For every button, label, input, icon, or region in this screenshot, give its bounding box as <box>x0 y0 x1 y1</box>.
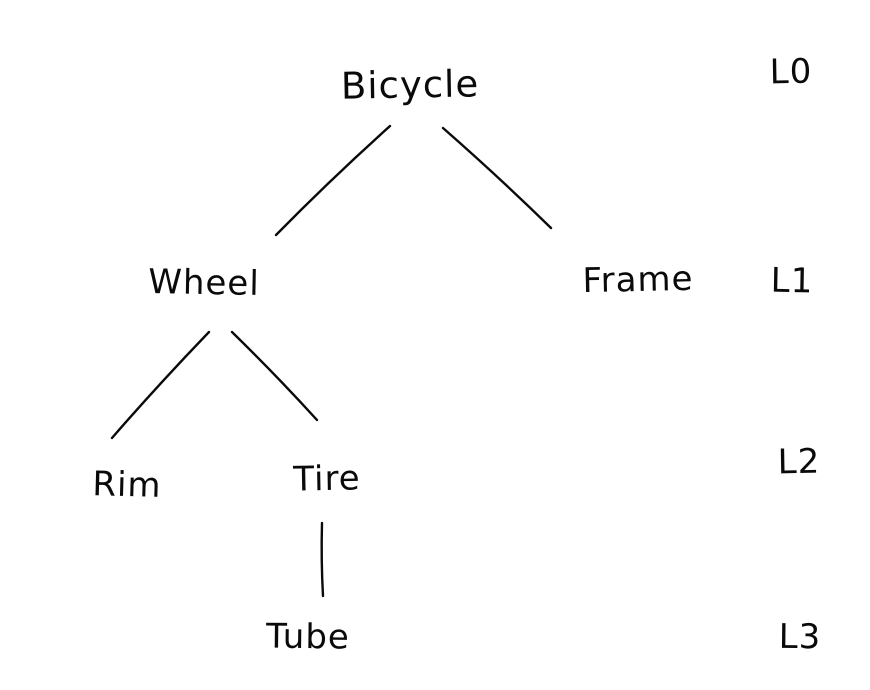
edge-tire-tube <box>320 521 325 598</box>
edge-bicycle-frame <box>441 126 553 230</box>
node-rim: Rim <box>91 464 163 506</box>
node-tire: Tire <box>292 458 362 500</box>
level-label-l1: L1 <box>770 260 814 302</box>
node-frame: Frame <box>582 258 694 302</box>
edge-wheel-rim <box>110 330 211 440</box>
level-label-l3: L3 <box>778 616 822 658</box>
level-label-l2: L2 <box>777 441 821 483</box>
node-wheel: Wheel <box>147 262 261 304</box>
edge-wheel-tire <box>230 330 319 422</box>
node-bicycle: Bicycle <box>340 62 480 108</box>
node-tube: Tube <box>265 616 351 658</box>
level-label-l0: L0 <box>769 51 813 93</box>
edge-bicycle-wheel <box>274 124 392 237</box>
